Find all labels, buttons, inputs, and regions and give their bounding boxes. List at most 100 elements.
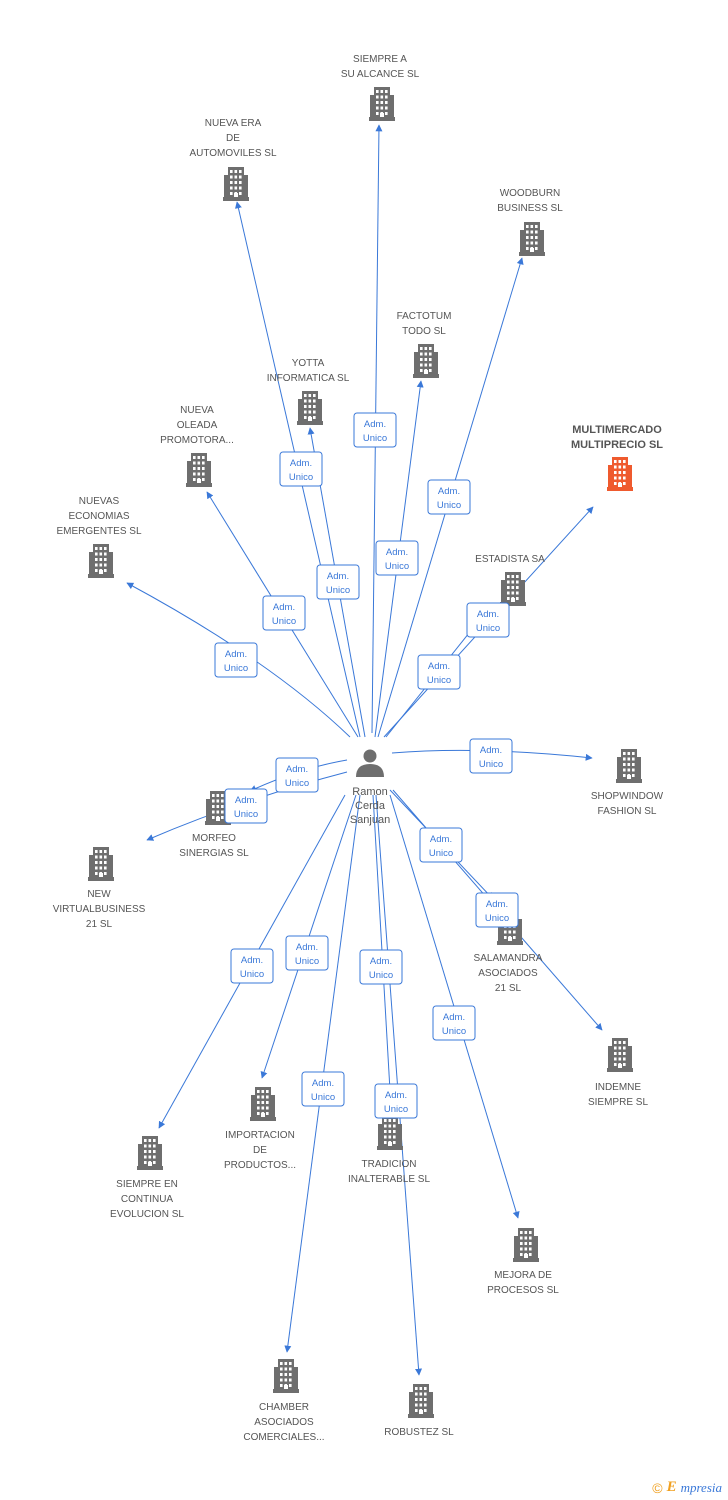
relation-type: Unico xyxy=(437,500,461,511)
relation-badge[interactable]: Adm. Unico xyxy=(469,738,513,774)
company-name-line: FASHION SL xyxy=(598,806,657,817)
relation-badge[interactable]: Adm.Unico xyxy=(417,654,461,690)
relation-type: Adm. xyxy=(225,649,247,660)
relation-badge[interactable]: Adm. Unico xyxy=(316,564,360,600)
company-name-line: IMPORTACION xyxy=(225,1130,295,1141)
relation-type: Unico xyxy=(479,759,503,770)
relation-type: Adm. xyxy=(430,834,452,845)
relation-badge[interactable]: Adm.Unico xyxy=(301,1071,345,1107)
relation-type: Adm. xyxy=(296,942,318,953)
building-icon xyxy=(408,1384,434,1418)
building-icon xyxy=(186,453,212,487)
building-icon xyxy=(369,87,395,121)
company-name-line: DE xyxy=(253,1145,267,1156)
brand-name: mpresia xyxy=(680,1479,722,1495)
company-node-nueva-oleada[interactable]: NUEVAOLEADAPROMOTORA... xyxy=(160,405,234,487)
relation-type: Unico xyxy=(326,585,350,596)
relation-type: Unico xyxy=(476,623,500,634)
relation-badge[interactable]: Adm.Unico xyxy=(427,479,471,515)
relation-badge[interactable]: Adm.Unico xyxy=(279,451,323,487)
relation-badge[interactable]: Adm. Unico xyxy=(214,642,258,678)
company-node-siempre-a-su-alcance[interactable]: SIEMPRE ASU ALCANCE SL xyxy=(341,54,420,121)
company-name-line: PRODUCTOS... xyxy=(224,1160,296,1171)
relation-badge[interactable]: Adm.Unico xyxy=(262,595,306,631)
company-name-line: ECONOMIAS xyxy=(68,511,129,522)
relation-badge[interactable]: Adm.Unico xyxy=(285,935,329,971)
company-name-line: NUEVAS xyxy=(79,496,120,507)
company-node-mejora[interactable]: MEJORA DE PROCESOS SL xyxy=(487,1228,559,1296)
relation-type: Adm. xyxy=(486,899,508,910)
relation-badge[interactable]: Adm.Unico xyxy=(419,827,463,863)
relation-type: Unico xyxy=(442,1026,466,1037)
relation-type: Unico xyxy=(224,663,248,674)
company-name-line: NEW xyxy=(87,889,111,900)
relation-badge[interactable]: Adm.Unico xyxy=(275,757,319,793)
relation-badge[interactable]: Adm.Unico xyxy=(374,1083,418,1119)
company-name-line: ESTADISTA SA xyxy=(475,554,545,565)
relation-type: Adm. xyxy=(312,1078,334,1089)
company-name-line: MEJORA DE xyxy=(494,1270,552,1281)
relation-type: Adm. xyxy=(286,764,308,775)
company-name-line: PROCESOS SL xyxy=(487,1285,559,1296)
company-name-line: SU ALCANCE SL xyxy=(341,69,420,80)
company-name-line: CONTINUA xyxy=(121,1194,174,1205)
relation-type: Unico xyxy=(289,472,313,483)
company-node-estadista[interactable]: ESTADISTA SA xyxy=(475,554,545,606)
company-name-line: ASOCIADOS xyxy=(254,1417,314,1428)
building-icon xyxy=(377,1116,403,1150)
relation-type: Adm. xyxy=(235,795,257,806)
company-name-line: NUEVA xyxy=(180,405,214,416)
company-name-line: SINERGIAS SL xyxy=(179,848,249,859)
relation-type: Adm. xyxy=(386,547,408,558)
relation-badge[interactable]: Adm.Unico xyxy=(475,892,519,928)
person-name-line: Ramon xyxy=(352,786,387,798)
relation-type: Unico xyxy=(384,1104,408,1115)
relation-badge[interactable]: Adm. Unico xyxy=(375,540,419,576)
person-name-line: Cerda xyxy=(355,800,386,812)
relation-badge[interactable]: Adm.Unico xyxy=(466,602,510,638)
company-name-line: INFORMATICA SL xyxy=(267,373,350,384)
company-name-line: TODO SL xyxy=(402,326,446,337)
company-name-line: PROMOTORA... xyxy=(160,435,234,446)
relation-badge[interactable]: Adm.Unico xyxy=(230,948,274,984)
person-name-line: Sanjuan xyxy=(350,814,390,826)
building-icon xyxy=(88,544,114,578)
company-node-chamber[interactable]: CHAMBERASOCIADOSCOMERCIALES... xyxy=(243,1359,325,1443)
relation-type: Adm. xyxy=(480,745,502,756)
building-icon xyxy=(500,572,526,606)
company-node-importacion[interactable]: IMPORTACION DE PRODUCTOS... xyxy=(224,1087,296,1171)
company-node-yotta[interactable]: YOTTA INFORMATICA SL xyxy=(267,358,350,425)
company-name-line: SIEMPRE SL xyxy=(588,1097,648,1108)
building-icon xyxy=(607,1038,633,1072)
relation-badge[interactable]: Adm. Unico xyxy=(432,1005,476,1041)
relation-type: Unico xyxy=(385,561,409,572)
relation-type: Adm. xyxy=(273,602,295,613)
relation-type: Adm. xyxy=(443,1012,465,1023)
building-icon xyxy=(519,222,545,256)
relation-type: Unico xyxy=(363,433,387,444)
person-icon xyxy=(356,749,384,777)
company-node-robustez[interactable]: ROBUSTEZ SL xyxy=(384,1384,454,1438)
company-name-line: YOTTA xyxy=(292,358,325,369)
brand-initial: E xyxy=(666,1479,677,1495)
relation-type: Adm. xyxy=(327,571,349,582)
relation-type: Adm. xyxy=(370,956,392,967)
relation-badge[interactable]: Adm.Unico xyxy=(359,949,403,985)
company-name-line: AUTOMOVILES SL xyxy=(189,148,277,159)
relation-badge[interactable]: Adm.Unico xyxy=(224,788,268,824)
relation-badge[interactable]: Adm.Unico xyxy=(353,412,397,448)
